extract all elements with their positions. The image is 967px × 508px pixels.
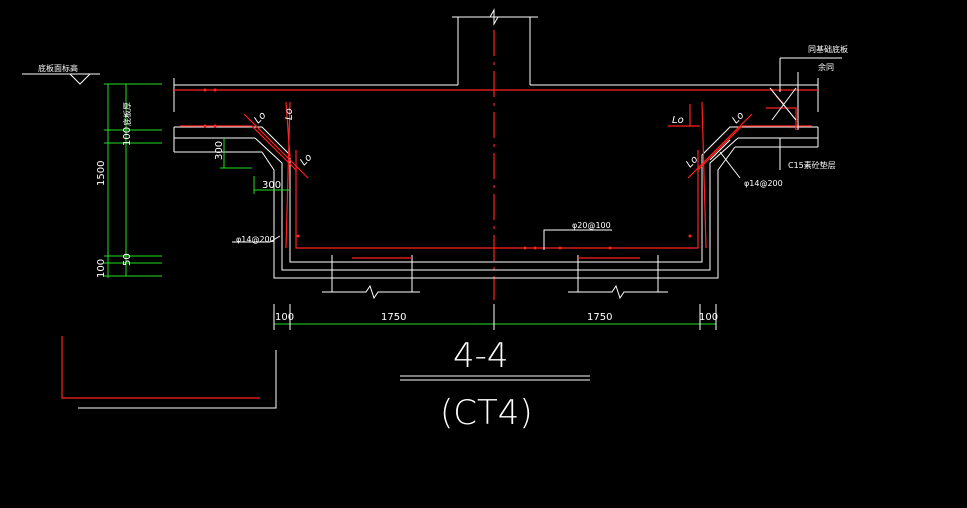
dim-vertical-total: 1500: [96, 161, 107, 186]
rebar-bottom-label: φ20@100: [572, 221, 611, 230]
cushion-label: C15素砼垫层: [788, 160, 836, 170]
title-underlines: [400, 375, 590, 381]
section-title: 4-4: [453, 336, 509, 376]
lo-label-1: Lo: [252, 110, 268, 126]
pit-outline: [248, 126, 745, 279]
cover-label: 余同: [818, 62, 834, 72]
dim-300-a: 300: [214, 141, 225, 160]
rebar: [174, 88, 818, 259]
column-stub: [452, 8, 538, 85]
dim-300-b: 300: [262, 180, 281, 191]
right-leaders: [709, 57, 842, 179]
left-dimensions: [104, 83, 162, 278]
dim-vertical-100-top: 100: [122, 127, 133, 146]
rebar-wall-label: φ14@200: [236, 235, 275, 244]
callout-leaders: [232, 229, 612, 250]
small-dimensions: [220, 138, 290, 194]
dim-right-1750: 1750: [587, 312, 612, 323]
rebar-wall-right-label: φ14@200: [744, 179, 783, 188]
slab-label: 底板厚: [122, 102, 132, 126]
slab-outline: [173, 78, 819, 153]
dim-left-1750: 1750: [381, 312, 406, 323]
ground-level-label: 底板面标高: [38, 63, 78, 73]
bottom-dimensions: [273, 304, 717, 330]
dim-vertical-100-bottom: 100: [96, 259, 107, 278]
lo-label-4: Lo: [672, 115, 684, 126]
lo-label-2: Lo: [284, 108, 295, 120]
lo-label-5: Lo: [730, 110, 746, 126]
pour-label: 同基础底板: [808, 44, 848, 54]
dim-vertical-50: 50: [122, 253, 133, 266]
lo-label-3: Lo: [298, 152, 314, 168]
section-subtitle: (CT4): [440, 393, 533, 433]
ground-level-mark: [22, 73, 100, 85]
view-bracket: [61, 336, 277, 409]
cushion-pads: [322, 255, 668, 300]
dim-right-100: 100: [699, 312, 718, 323]
dim-left-100: 100: [275, 312, 294, 323]
